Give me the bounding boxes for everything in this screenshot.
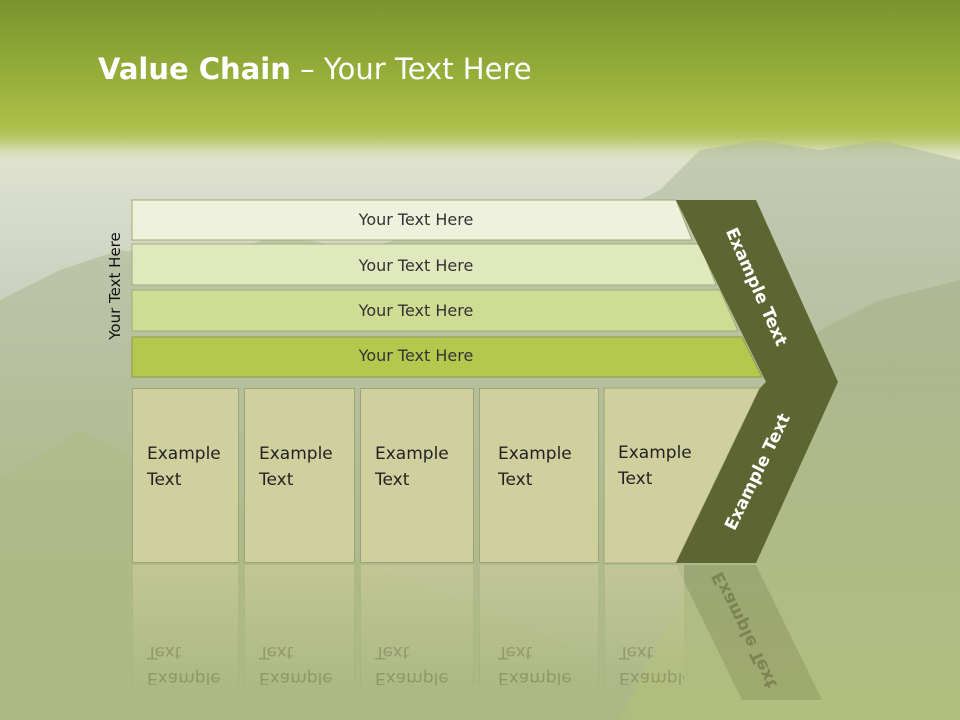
column-text-2-line1: Example <box>259 444 333 464</box>
reflection-5-line2: Text <box>619 642 654 662</box>
reflection-2-line2: Text <box>259 642 294 662</box>
row-label-4: Your Text Here <box>358 346 474 365</box>
column-reflection-text-1: Example Text <box>147 639 221 685</box>
row-bar-2 <box>131 243 717 286</box>
column-reflection-text-5: Example Text <box>619 639 684 685</box>
row-bar-3 <box>131 289 739 332</box>
column-text-4-line2: Text <box>498 470 533 490</box>
row-label-2: Your Text Here <box>358 256 474 275</box>
reflection-5-line1: Example <box>619 668 684 685</box>
column-text-3-line2: Text <box>375 470 410 490</box>
reflection-4-line1: Example <box>498 668 572 685</box>
column-reflection-text-2: Example Text <box>259 639 333 685</box>
slide-title: Value Chain – Your Text Here <box>98 52 532 86</box>
column-reflection-text-3: Example Text <box>375 639 449 685</box>
column-text-1-line2: Text <box>147 470 182 490</box>
row-label-3: Your Text Here <box>358 301 474 320</box>
reflection-1-line1: Example <box>147 668 221 685</box>
column-reflection-5: Example Text <box>604 565 684 685</box>
row-label-1: Your Text Here <box>358 210 474 229</box>
reflection-3-line2: Text <box>375 642 410 662</box>
column-reflection-3: Example Text <box>360 565 474 685</box>
column-text-4-line1: Example <box>498 444 572 464</box>
chevron-arrow <box>676 200 838 563</box>
column-reflection-text-4: Example Text <box>498 639 572 685</box>
reflection-1-line2: Text <box>147 642 182 662</box>
row-bar-4 <box>131 336 763 378</box>
reflection-3-line1: Example <box>375 668 449 685</box>
column-text-2-line2: Text <box>259 470 294 490</box>
reflection-4-line2: Text <box>498 642 533 662</box>
title-bold: Value Chain <box>98 52 291 86</box>
column-text-5-line1: Example <box>618 443 692 463</box>
header-band <box>0 0 960 150</box>
column-reflection-1: Example Text <box>132 565 239 685</box>
column-text-5-line2: Text <box>618 469 653 489</box>
column-text-3-line1: Example <box>375 444 449 464</box>
chevron-reflection <box>676 565 822 700</box>
column-text-1-line1: Example <box>147 444 221 464</box>
column-reflection-2: Example Text <box>244 565 355 685</box>
column-reflection-4: Example Text <box>479 565 599 685</box>
reflection-2-line1: Example <box>259 668 333 685</box>
row-bar-1 <box>131 199 693 241</box>
title-rest: – Your Text Here <box>290 52 532 86</box>
